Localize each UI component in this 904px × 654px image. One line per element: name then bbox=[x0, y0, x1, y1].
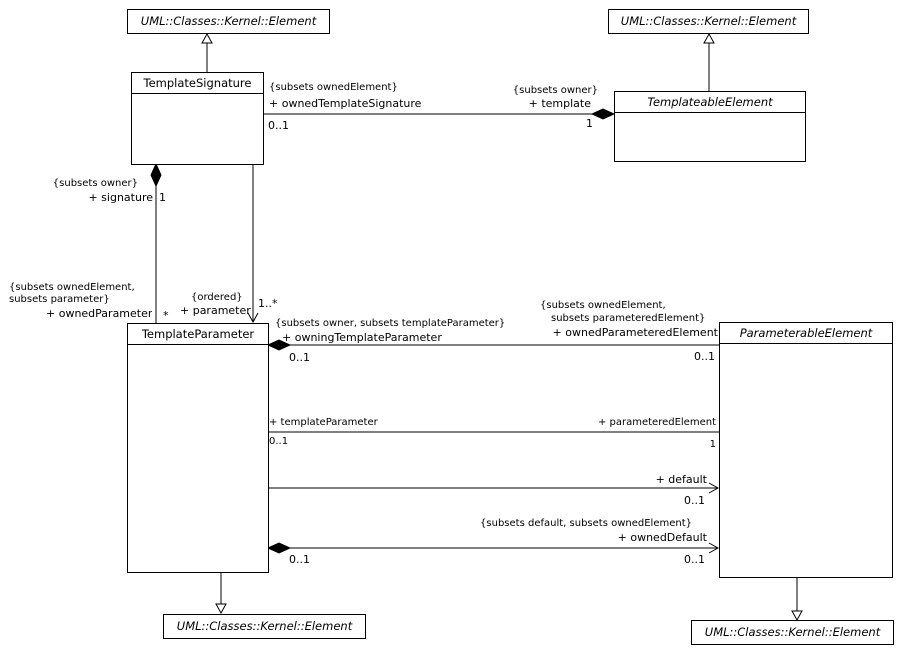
class-name: ParameterableElement bbox=[720, 323, 892, 344]
owned-parameter-role: + ownedParameter bbox=[46, 308, 152, 320]
owned-default-mult-left: 0..1 bbox=[289, 553, 310, 566]
templateable-element-class[interactable]: TemplateableElement bbox=[614, 91, 806, 162]
owned-template-signature-role: + ownedTemplateSignature bbox=[269, 97, 422, 110]
template-signature-class[interactable]: TemplateSignature bbox=[131, 72, 264, 165]
default-role: + default bbox=[655, 473, 707, 486]
class-name: TemplateableElement bbox=[615, 92, 805, 113]
composition-diamond bbox=[266, 339, 292, 351]
owned-parameter-constraint-line-2: subsets parameter} bbox=[9, 294, 110, 305]
composition-diamond bbox=[266, 542, 292, 554]
class-name: UML::Classes::Kernel::Element bbox=[620, 14, 797, 28]
class-name: UML::Classes::Kernel::Element bbox=[176, 619, 353, 633]
generalization-arrowhead bbox=[215, 603, 227, 615]
template-constraint: {subsets owner} bbox=[512, 85, 598, 96]
signature-mult: 1 bbox=[159, 191, 166, 204]
owned-parametered-element-constraint-line-1: {subsets ownedElement, bbox=[540, 300, 666, 311]
owned-default-mult-right: 0..1 bbox=[684, 553, 705, 566]
owned-parameter-mult: * bbox=[163, 309, 169, 322]
template-parameter-mult: 0..1 bbox=[269, 436, 289, 447]
navigable-arrow bbox=[708, 542, 720, 554]
parameterable-element-class[interactable]: ParameterableElement bbox=[719, 322, 893, 578]
navigable-arrow bbox=[247, 312, 259, 324]
parameter-role: + parameter bbox=[180, 304, 251, 317]
owned-template-signature-mult: 0..1 bbox=[268, 119, 289, 132]
owned-template-signature-constraint: {subsets ownedElement} bbox=[269, 82, 398, 93]
owning-template-parameter-constraint: {subsets owner, subsets templateParamete… bbox=[275, 318, 506, 329]
element-top-left-box[interactable]: UML::Classes::Kernel::Element bbox=[127, 9, 330, 34]
element-top-right-box[interactable]: UML::Classes::Kernel::Element bbox=[608, 9, 809, 34]
class-name: UML::Classes::Kernel::Element bbox=[704, 625, 881, 639]
owned-default-constraint: {subsets default, subsets ownedElement} bbox=[480, 518, 692, 529]
element-bottom-left-box[interactable]: UML::Classes::Kernel::Element bbox=[163, 614, 366, 639]
generalization-arrowhead bbox=[201, 32, 213, 44]
parametered-element-role: + parameteredElement bbox=[597, 417, 716, 428]
parameter-constraint: {ordered} bbox=[191, 292, 243, 303]
parameter-mult: 1..* bbox=[258, 297, 278, 310]
owned-parametered-element-mult: 0..1 bbox=[694, 350, 715, 363]
signature-constraint: {subsets owner} bbox=[52, 178, 138, 189]
owned-default-role: + ownedDefault bbox=[617, 531, 707, 544]
owned-parameter-constraint-line-1: {subsets ownedElement, bbox=[9, 282, 135, 293]
template-mult: 1 bbox=[586, 117, 593, 130]
class-name: UML::Classes::Kernel::Element bbox=[140, 14, 317, 28]
owned-parametered-element-constraint-line-2: subsets parameteredElement} bbox=[551, 313, 706, 324]
element-bottom-right-box[interactable]: UML::Classes::Kernel::Element bbox=[691, 620, 894, 645]
composition-diamond bbox=[590, 108, 616, 120]
composition-diamond bbox=[150, 162, 162, 188]
class-name: TemplateSignature bbox=[132, 73, 263, 94]
owning-template-parameter-mult: 0..1 bbox=[289, 351, 310, 364]
generalization-arrowhead bbox=[791, 610, 803, 622]
owned-parametered-element-role: + ownedParameteredElement bbox=[552, 326, 718, 339]
generalization-arrowhead bbox=[703, 32, 715, 44]
owning-template-parameter-role: + owningTemplateParameter bbox=[282, 331, 442, 344]
template-role: + template bbox=[528, 97, 591, 110]
signature-role: + signature bbox=[88, 191, 153, 204]
template-parameter-role: + templateParameter bbox=[269, 417, 378, 428]
parametered-element-mult: 1 bbox=[709, 439, 716, 450]
default-mult: 0..1 bbox=[684, 494, 705, 507]
class-name: TemplateParameter bbox=[128, 324, 268, 345]
navigable-arrow bbox=[708, 482, 720, 494]
template-parameter-class[interactable]: TemplateParameter bbox=[127, 323, 269, 573]
